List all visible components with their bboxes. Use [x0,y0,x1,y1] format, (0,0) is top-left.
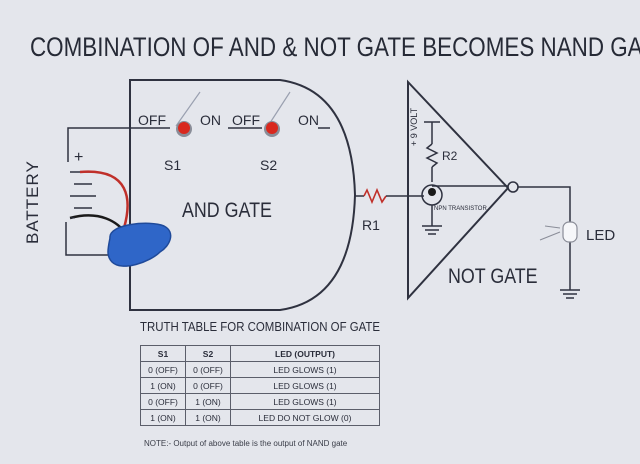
switch-s1 [175,91,201,137]
resistor-r1-symbol [363,187,387,205]
cell-s1: 0 (OFF) [140,393,186,410]
battery-clip [107,222,172,267]
cell-s1: 0 (OFF) [140,361,186,378]
header-led-output: LED (OUTPUT) [230,345,380,362]
s2-on-label: ON [298,112,319,128]
table-row: 1 (ON) 0 (OFF) LED GLOWS (1) [140,377,380,394]
and-gate-label: AND GATE [182,199,272,222]
battery-symbol [70,171,96,209]
battery-minus-label: - [70,209,76,226]
not-gate-bubble [507,181,519,193]
red-wire [79,170,129,229]
s2-off-label: OFF [232,112,260,128]
voltage-label: + 9 VOLT [409,107,419,146]
s1-on-label: ON [200,112,221,128]
header-s2: S2 [185,345,231,362]
cell-s2: 0 (OFF) [185,377,231,394]
led-label: LED [586,227,616,244]
s2-label: S2 [260,157,278,173]
cell-led: LED GLOWS (1) [230,377,380,394]
led-symbol [539,221,578,243]
output-wire [518,186,571,290]
table-row: 0 (OFF) 0 (OFF) LED GLOWS (1) [140,361,380,378]
battery-positive-wire [67,127,130,162]
table-row: 0 (OFF) 1 (ON) LED GLOWS (1) [140,393,380,410]
battery-label: BATTERY [23,160,42,244]
cell-s2: 1 (ON) [185,409,231,426]
cell-s1: 1 (ON) [140,377,186,394]
not-gate-label: NOT GATE [448,265,538,288]
s1-label: S1 [164,157,182,173]
cell-s2: 1 (ON) [185,393,231,410]
cell-led: LED DO NOT GLOW (0) [230,409,380,426]
r1-label: R1 [362,217,380,233]
truth-table: S1 S2 LED (OUTPUT) 0 (OFF) 0 (OFF) LED G… [140,345,380,426]
battery-plus-label: + [74,149,84,166]
page-title: COMBINATION OF AND & NOT GATE BECOMES NA… [30,32,640,62]
note-text: NOTE:- Output of above table is the outp… [144,439,348,448]
table-row: 1 (ON) 1 (ON) LED DO NOT GLOW (0) [140,409,380,426]
truth-table-title: TRUTH TABLE FOR COMBINATION OF GATE [140,319,381,334]
and-gate-outline [129,79,357,311]
not-gate-triangle [407,79,510,301]
transistor-label: NPN TRANSISTOR [434,206,487,212]
switch-s2 [264,91,291,137]
truth-table-header-row: S1 S2 LED (OUTPUT) [140,345,380,362]
resistor-r2-symbol [425,143,439,168]
cell-s1: 1 (ON) [140,409,186,426]
cell-led: LED GLOWS (1) [230,361,380,378]
cell-led: LED GLOWS (1) [230,393,380,410]
header-s1: S1 [140,345,186,362]
s1-off-label: OFF [138,112,166,128]
cell-s2: 0 (OFF) [185,361,231,378]
r2-label: R2 [442,149,458,163]
